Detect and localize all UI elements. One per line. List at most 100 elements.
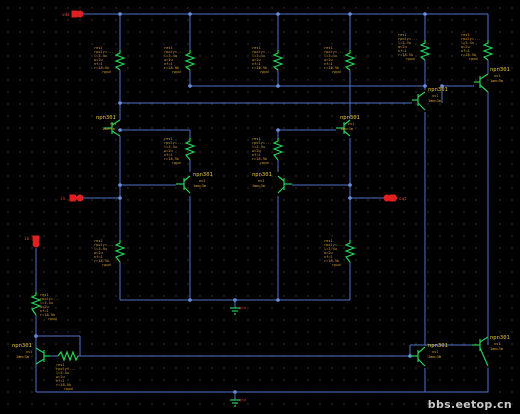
svg-text:nv1: nv1 [494,74,501,78]
svg-text:npn301: npn301 [96,115,116,121]
npn-transistor-q5[interactable] [412,91,426,111]
svg-text:npn301: npn301 [252,172,272,178]
resistor-r8[interactable] [272,138,284,161]
svg-text:l=3.4u: l=3.4u [94,54,107,58]
transistor-label-q6: npn301 nv1 1mm=3m [490,67,510,83]
svg-text:r=18.5k: r=18.5k [398,53,414,57]
svg-text:nv1: nv1 [348,122,355,126]
supply-rail [82,12,489,50]
svg-text:npn301: npn301 [490,335,510,341]
npn-transistor-q8[interactable] [410,346,426,367]
resistor-r10[interactable] [344,240,356,263]
transistor-label-q2: npn301 nv1 1mm=3m [340,115,360,131]
svg-text:nf=1: nf=1 [252,153,261,157]
svg-text:r=18.5k: r=18.5k [164,157,180,161]
svg-text:w=2u: w=2u [94,58,103,62]
resistor-label-r12: res1 rpoly=... l=3.4u w=2u nf=1 r=18.5k … [56,363,75,391]
svg-text:rpoly=...: rpoly=... [461,37,480,41]
svg-text:rppd: rppd [260,70,269,74]
svg-text:nf=1: nf=1 [164,62,173,66]
svg-text:res1: res1 [164,137,173,141]
left-input-pin-label: in [60,196,66,201]
ground-label-upper: gnd [239,305,246,310]
bias-branch [34,248,489,400]
svg-text:npn301: npn301 [490,67,510,73]
svg-text:rppd: rppd [64,387,73,391]
svg-text:1mm=3m: 1mm=3m [490,79,503,83]
resistor-r12[interactable] [57,350,79,362]
svg-text:res1: res1 [398,33,407,37]
npn-transistor-q1[interactable] [104,119,121,137]
svg-text:1mm=3m: 1mm=3m [16,355,29,359]
svg-text:l=3.4u: l=3.4u [94,247,107,251]
svg-text:rpoly=...: rpoly=... [324,50,343,54]
npn-transistor-q6[interactable] [474,73,489,93]
svg-text:rpoly=...: rpoly=... [94,50,113,54]
npn-transistor-q9[interactable] [472,336,489,367]
svg-text:1mm=3m: 1mm=3m [428,99,441,103]
transistor-label-q3: npn301 nv1 1mm=3m [193,172,213,188]
svg-text:rppd: rppd [48,317,57,321]
svg-text:r=18.5k: r=18.5k [94,66,110,70]
svg-text:r=18.5k: r=18.5k [94,259,110,263]
svg-text:rpoly=...: rpoly=... [252,50,271,54]
npn-transistor-q4[interactable] [277,175,292,194]
supply-pin[interactable] [71,10,84,18]
resistor-r1[interactable] [114,50,126,71]
svg-text:res1: res1 [324,239,333,243]
svg-text:l=3.4u: l=3.4u [252,54,265,58]
svg-text:nf=1: nf=1 [324,255,333,259]
svg-text:nf=1: nf=1 [56,379,65,383]
svg-text:npn301: npn301 [428,343,448,349]
watermark: bbs.eetop.cn [427,398,512,411]
svg-text:rppd: rppd [102,70,111,74]
resistor-r3[interactable] [272,50,284,71]
svg-text:rpoly=...: rpoly=... [40,297,59,301]
svg-text:r=18.5k: r=18.5k [324,259,340,263]
svg-text:nf=1: nf=1 [324,62,333,66]
svg-text:l=3.4u: l=3.4u [324,247,337,251]
resistor-r7[interactable] [184,138,196,161]
resistor-r11[interactable] [30,292,42,316]
svg-text:w=2u: w=2u [40,305,49,309]
svg-text:1mm=3m: 1mm=3m [193,184,206,188]
svg-text:nf=1: nf=1 [398,49,407,53]
npn-transistor-q7[interactable] [35,347,50,365]
right-output-pin[interactable] [383,194,398,202]
transistor-label-q1: npn301 nv1 1mm=3m [96,115,117,131]
resistor-r6[interactable] [482,40,494,61]
svg-text:rppd: rppd [332,263,341,267]
resistor-label-r9: res1 rpoly=... l=3.4u w=2u nf=1 r=18.5k … [94,239,113,267]
resistor-label-r4: res1 rpoly=... l=3.4u w=2u nf=1 r=18.5k … [324,46,343,74]
svg-text:r=18.5k: r=18.5k [461,53,477,57]
transistor-label-q7: npn301 nv1 1mm=3m [12,343,33,359]
svg-text:w=2u: w=2u [252,58,261,62]
resistor-r9[interactable] [114,240,126,263]
svg-text:l=3.4u: l=3.4u [164,54,177,58]
svg-text:w=2u: w=2u [164,58,173,62]
svg-text:w=2u: w=2u [252,149,261,153]
svg-text:nv1: nv1 [199,179,206,183]
svg-text:rpoly=...: rpoly=... [398,37,417,41]
npn-transistor-q2[interactable] [336,119,351,137]
resistor-r5[interactable] [419,40,431,61]
svg-text:npn301: npn301 [428,87,448,93]
transistor-label-q5: npn301 nv1 1mm=3m [428,87,448,103]
svg-text:res1: res1 [252,46,261,50]
svg-text:rppd: rppd [332,70,341,74]
bias-pin[interactable] [32,235,40,248]
svg-text:rppd: rppd [172,70,181,74]
resistor-r4[interactable] [344,50,356,71]
svg-text:res1: res1 [94,239,103,243]
resistor-label-r3: res1 rpoly=... l=3.4u w=2u nf=1 r=18.5k … [252,46,271,74]
left-input-pin[interactable] [69,194,84,202]
transistor-label-q9: npn301 nv1 1mm=3m [490,335,510,351]
npn-transistor-q3[interactable] [176,175,191,194]
resistor-r2[interactable] [184,50,196,71]
svg-text:nv1: nv1 [26,350,33,354]
svg-text:rppd: rppd [469,57,478,61]
svg-text:npn301: npn301 [193,172,213,178]
svg-text:nf=1: nf=1 [252,62,261,66]
